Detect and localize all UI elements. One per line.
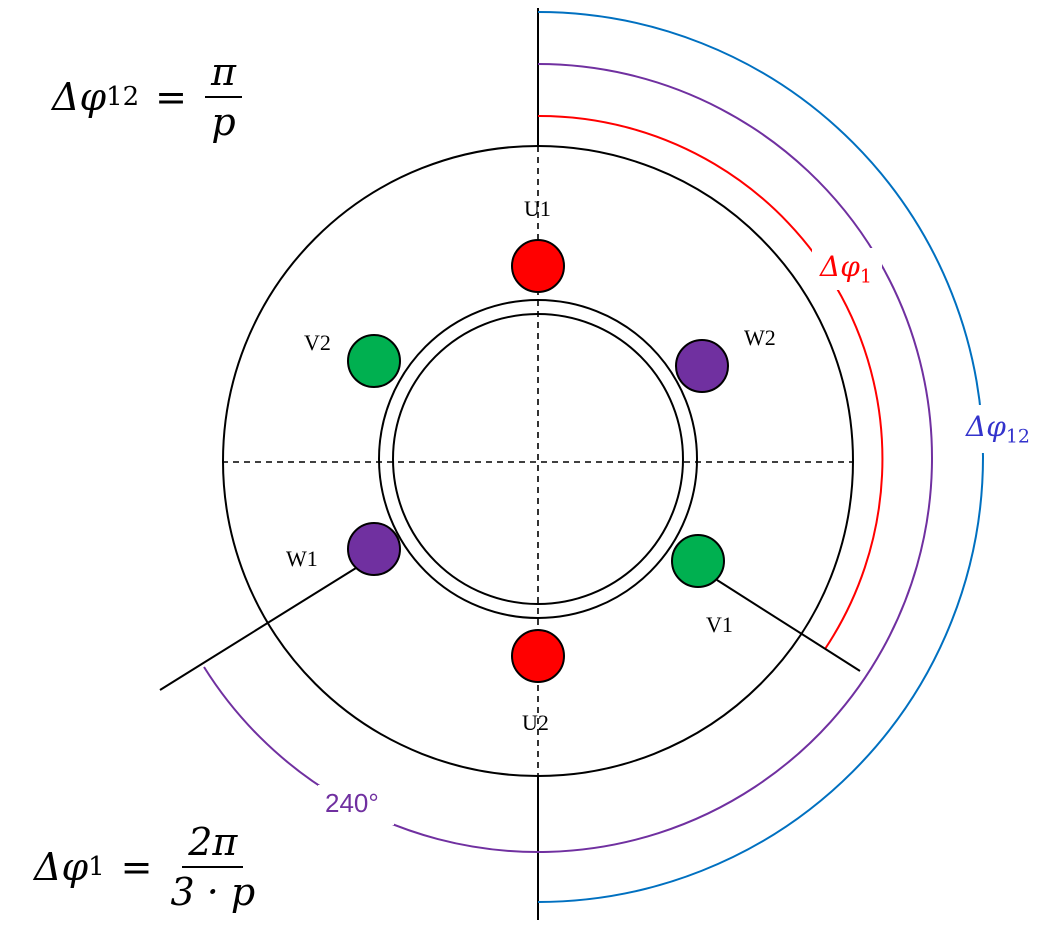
- conductor-w2: [675, 339, 729, 393]
- denominator: 3 · p: [170, 870, 256, 914]
- red-arc-label: Δφ1: [820, 250, 872, 288]
- conductor-w1: [347, 522, 401, 576]
- rotor-circle: [392, 313, 684, 605]
- purple-arc-label: 240°: [325, 788, 379, 818]
- air-gap-circle: [378, 299, 698, 619]
- purple-arc-240: [203, 63, 933, 853]
- eq-sign: =: [155, 75, 187, 119]
- eq-sign: =: [120, 845, 153, 889]
- conductor-v1: [671, 534, 725, 588]
- conductor-v2: [347, 334, 401, 388]
- v1-radial-line: [716, 579, 861, 672]
- numerator: 2π: [182, 820, 244, 868]
- blue-arc-label: Δφ12: [966, 410, 1031, 448]
- label-w2: W2: [744, 325, 776, 350]
- stator-outer-circle: [222, 145, 854, 777]
- conductor-u2: [511, 629, 565, 683]
- label-u2: U2: [522, 710, 549, 735]
- red-arc-delta-phi-1: [537, 114, 884, 650]
- eq-lhs: Δφ: [34, 845, 89, 889]
- label-v2: V2: [304, 330, 331, 355]
- w1-radial-line: [159, 567, 357, 691]
- label-v1: V1: [706, 612, 733, 637]
- label-u1: U1: [524, 196, 551, 221]
- conductor-u1: [511, 239, 565, 293]
- eq-lhs: Δφ: [52, 75, 107, 119]
- denominator: p: [211, 100, 236, 144]
- blue-arc-delta-phi-12: [537, 11, 985, 903]
- eq-sub: 12: [106, 82, 140, 112]
- numerator: π: [205, 50, 242, 98]
- label-w1: W1: [286, 546, 318, 571]
- eq-sub: 1: [88, 852, 105, 882]
- blue-label-gap: [962, 405, 1038, 453]
- purple-label-gap: [318, 785, 394, 825]
- red-label-gap: [812, 248, 882, 290]
